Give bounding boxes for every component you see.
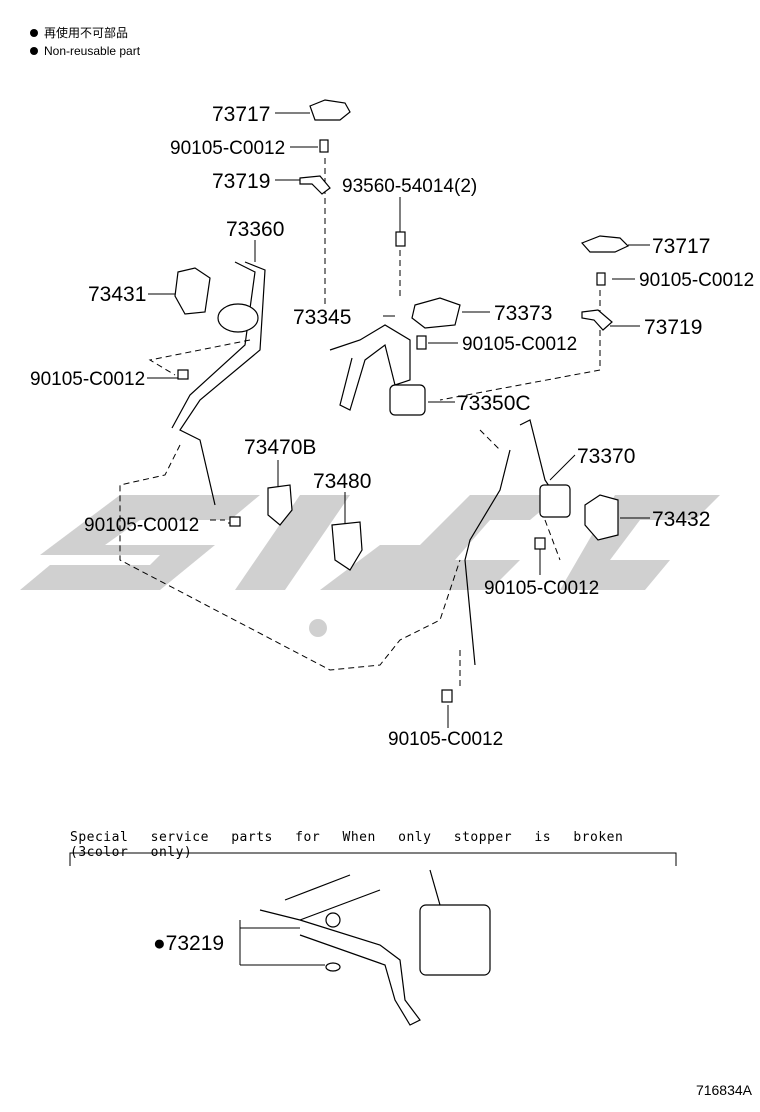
label-90105-e: 90105-C0012: [84, 515, 199, 536]
cover-73373: [411, 297, 461, 329]
label-90105-b: 90105-C0012: [462, 334, 577, 355]
bolt-left-lower: [229, 516, 241, 527]
leader-lines: [147, 112, 650, 966]
buckle-73470b: [267, 484, 293, 526]
label-90105-c: 90105-C0012: [30, 369, 145, 390]
bracket-73719-top: [299, 175, 331, 195]
note-bracket: [69, 852, 677, 866]
reference-code: 716834A: [695, 1082, 752, 1098]
label-73470b: 73470B: [244, 436, 316, 459]
belt-lower: [284, 869, 441, 921]
label-73373: 73373: [494, 302, 552, 325]
bolt-right-lower: [534, 537, 546, 550]
label-90105-d: 90105-C0012: [639, 270, 754, 291]
retractor-center: [389, 384, 426, 416]
bolt-right-top: [596, 272, 606, 286]
service-note: Special service parts for When only stop…: [70, 830, 624, 860]
cover-73717-right: [580, 235, 630, 253]
legend-jp-text: 再使用不可部品: [44, 26, 129, 40]
bolt-center: [416, 335, 427, 350]
stopper-bottom: [325, 962, 341, 972]
label-73719-top: 73719: [212, 170, 270, 193]
label-73431: 73431: [88, 283, 146, 306]
belt-left: [179, 261, 266, 506]
retractor-left: [217, 303, 259, 333]
belt-left-inner: [171, 261, 256, 429]
label-73719-right: 73719: [644, 316, 702, 339]
trim-73431: [174, 267, 211, 315]
label-73717-top: 73717: [212, 103, 270, 126]
legend-row-en: Non-reusable part: [30, 42, 140, 60]
label-73432: 73432: [652, 508, 710, 531]
parts-art: [171, 99, 630, 1026]
cover-73717-top: [309, 99, 351, 121]
legend-row-jp: 再使用不可部品: [30, 24, 140, 42]
trim-73432: [584, 494, 619, 541]
bolt-top: [319, 139, 329, 153]
label-73717-right: 73717: [652, 235, 710, 258]
label-90105-g: 90105-C0012: [388, 729, 503, 750]
label-73219: ●73219: [153, 932, 224, 955]
buckle-73480: [331, 521, 363, 571]
label-73360: 73360: [226, 218, 284, 241]
label-73480: 73480: [313, 470, 371, 493]
bolt-left: [177, 369, 189, 380]
label-73370: 73370: [577, 445, 635, 468]
retractor-lower: [419, 904, 491, 976]
bracket-73719-right: [581, 309, 613, 331]
bullet-icon: [30, 47, 38, 55]
retractor-right: [539, 484, 571, 518]
bullet-icon: [30, 29, 38, 37]
bolt-bottom: [441, 689, 453, 703]
guide-lines: [119, 158, 601, 690]
label-73350c: 73350C: [457, 392, 531, 415]
watermark-logo: [20, 495, 720, 637]
legend-en-text: Non-reusable part: [44, 44, 141, 58]
label-93560: 93560-54014(2): [342, 176, 477, 197]
label-90105-a: 90105-C0012: [170, 138, 285, 159]
legend: 再使用不可部品 Non-reusable part: [30, 24, 140, 60]
label-73345: 73345: [293, 306, 351, 329]
label-90105-f: 90105-C0012: [484, 578, 599, 599]
bolt-93560: [395, 231, 406, 247]
stopper-detail: [259, 909, 421, 1026]
stopper-top: [325, 912, 341, 928]
